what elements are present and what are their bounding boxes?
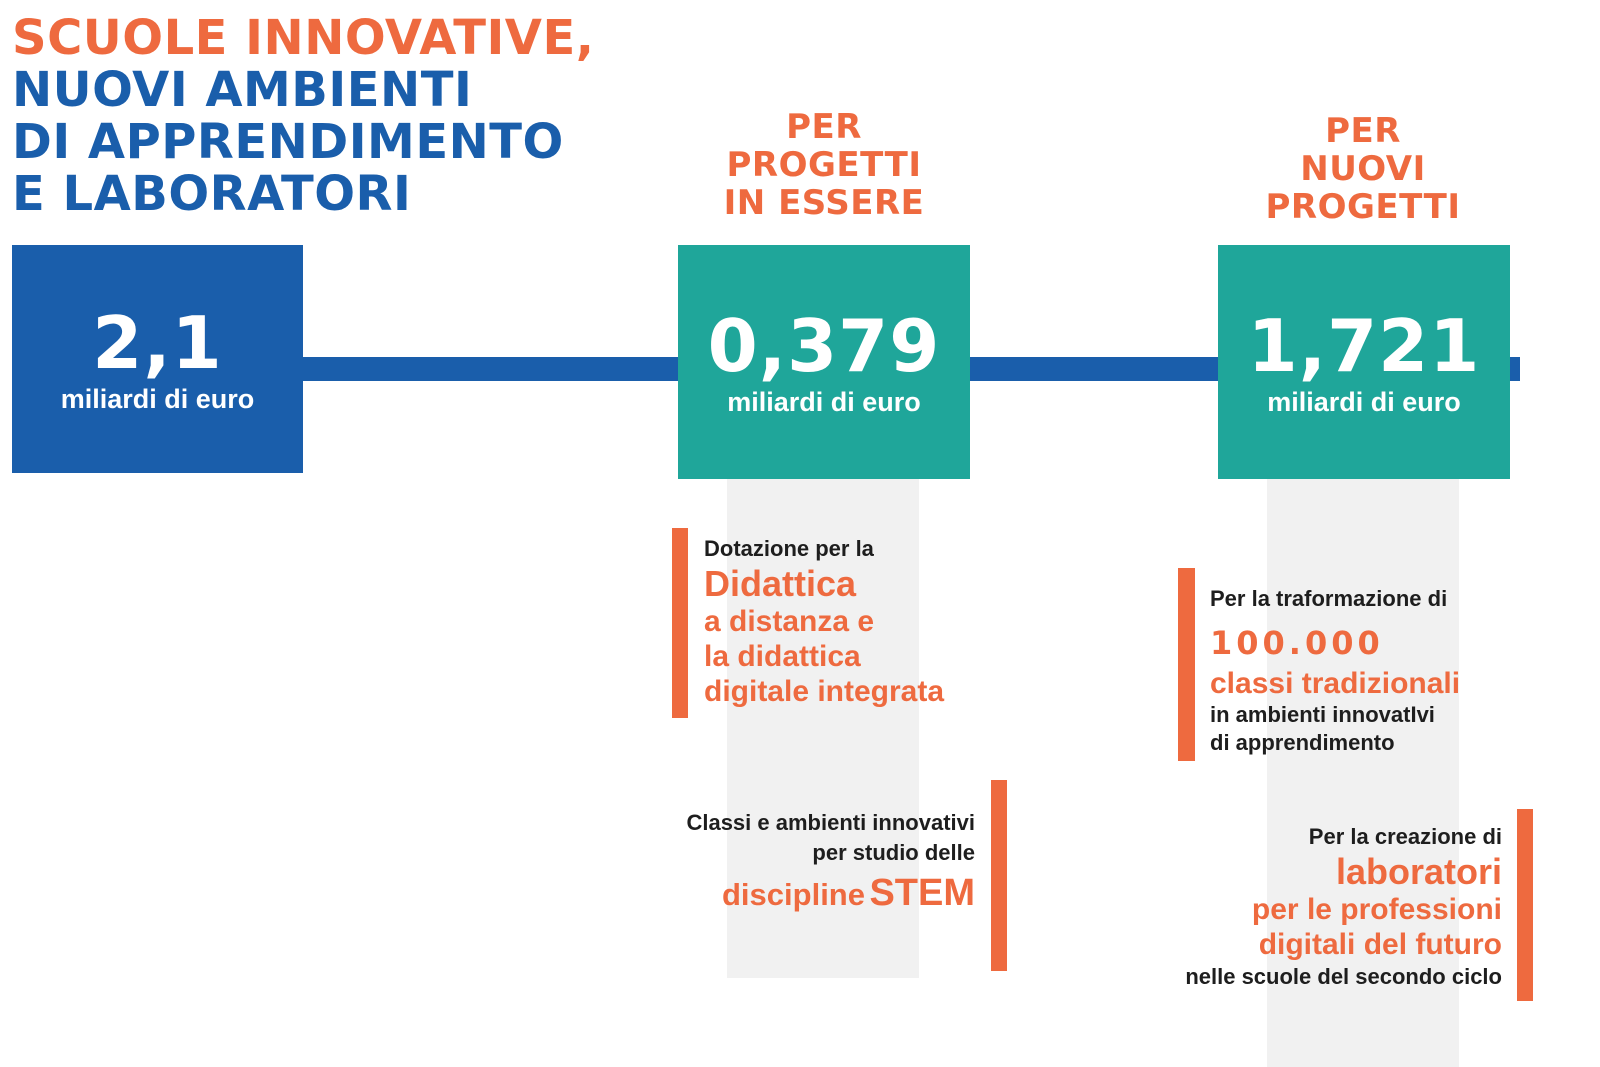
laboratori-line-1: per le professioni [1251, 893, 1502, 926]
stem-line-1: Classi e ambienti innovativi [686, 810, 975, 835]
existing-column-stripe [727, 470, 919, 978]
new-column-stripe [1267, 470, 1459, 1067]
new-value: 1,721 [1247, 304, 1481, 388]
total-unit: miliardi di euro [60, 384, 255, 414]
laboratori-accent-bar [1517, 809, 1533, 1001]
laboratori-item: Per la creazione di laboratori per le pr… [1185, 822, 1502, 992]
classi-intro: Per la traformazione di [1210, 586, 1448, 611]
existing-value: 0,379 [707, 304, 941, 388]
page-title: SCUOLE INNOVATIVE, NUOVI AMBIENTI DI APP… [12, 12, 594, 220]
header-new-line-2: NUOVI [1300, 149, 1426, 189]
stem-discipline: discipline [722, 877, 865, 912]
didattica-line-2: la didattica [704, 640, 861, 673]
title-line-1: SCUOLE INNOVATIVE, [12, 10, 595, 66]
total-value: 2,1 [92, 301, 223, 385]
classi-line-2: di apprendimento [1210, 730, 1395, 755]
header-existing-line-2: PROGETTI [726, 145, 922, 185]
header-existing-line-1: PER [786, 107, 862, 147]
header-new-line-1: PER [1325, 111, 1401, 151]
laboratori-highlight: laboratori [1335, 851, 1502, 892]
didattica-highlight: Didattica [704, 563, 857, 604]
total-box: 2,1 miliardi di euro [12, 245, 303, 473]
header-new-line-3: PROGETTI [1265, 187, 1461, 227]
didattica-line-1: a distanza e [704, 605, 875, 638]
title-line-2: NUOVI AMBIENTI [12, 62, 473, 118]
classi-accent-bar [1178, 568, 1195, 761]
classi-highlight: classi tradizionali [1210, 667, 1461, 700]
new-box: 1,721 miliardi di euro [1218, 245, 1510, 479]
existing-unit: miliardi di euro [727, 387, 921, 417]
didattica-accent-bar [672, 528, 688, 718]
stem-line-2: per studio delle [812, 840, 975, 865]
title-line-3: DI APPRENDIMENTO [12, 114, 564, 170]
classi-number: 100.000 [1210, 624, 1384, 662]
laboratori-intro: Per la creazione di [1308, 824, 1502, 849]
didattica-line-3: digitale integrata [704, 675, 945, 708]
header-existing-line-3: IN ESSERE [723, 183, 925, 223]
didattica-item: Dotazione per la Didattica a distanza e … [704, 534, 944, 709]
laboratori-line-3: nelle scuole del secondo ciclo [1185, 964, 1502, 989]
stem-accent-bar [991, 780, 1007, 971]
classi-item: Per la traformazione di 100.000 classi t… [1210, 584, 1460, 757]
classi-line-1: in ambienti innovatIvi [1210, 702, 1435, 727]
header-new-projects: PER NUOVI PROGETTI [1217, 112, 1509, 226]
didattica-intro: Dotazione per la [704, 536, 874, 561]
title-line-4: E LABORATORI [12, 166, 412, 222]
new-unit: miliardi di euro [1267, 387, 1461, 417]
header-existing-projects: PER PROGETTI IN ESSERE [678, 108, 970, 222]
existing-box: 0,379 miliardi di euro [678, 245, 970, 479]
laboratori-line-2: digitali del futuro [1258, 928, 1502, 961]
stem-item: Classi e ambienti innovativi per studio … [686, 808, 975, 924]
stem-label: STEM [869, 872, 975, 914]
stem-highlight-line: discipline STEM [686, 870, 975, 924]
